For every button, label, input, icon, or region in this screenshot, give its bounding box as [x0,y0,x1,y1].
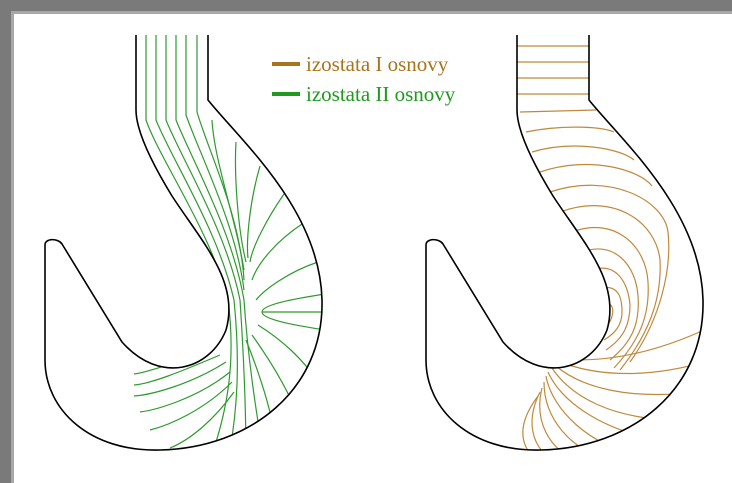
frame-border-top [0,0,732,11]
legend-label-isostatic-ii: izostata II osnovy [306,81,456,106]
frame-border-left-inner [11,11,14,483]
isostatic-lines-ii [133,35,323,451]
legend-item-isostatic-i: izostata I osnovy [272,51,448,77]
legend-swatch-brown [272,62,300,66]
left-hook [44,35,323,451]
right-hook [425,35,704,451]
legend-label-isostatic-i: izostata I osnovy [306,51,449,76]
isostatic-lines-i [517,45,704,451]
right-hook-outline [425,35,704,451]
frame-border-left [0,0,11,483]
legend-item-isostatic-ii: izostata II osnovy [272,81,455,107]
legend-swatch-green [272,92,300,96]
left-hook-outline [44,35,323,451]
frame-border-top-inner [11,11,732,14]
